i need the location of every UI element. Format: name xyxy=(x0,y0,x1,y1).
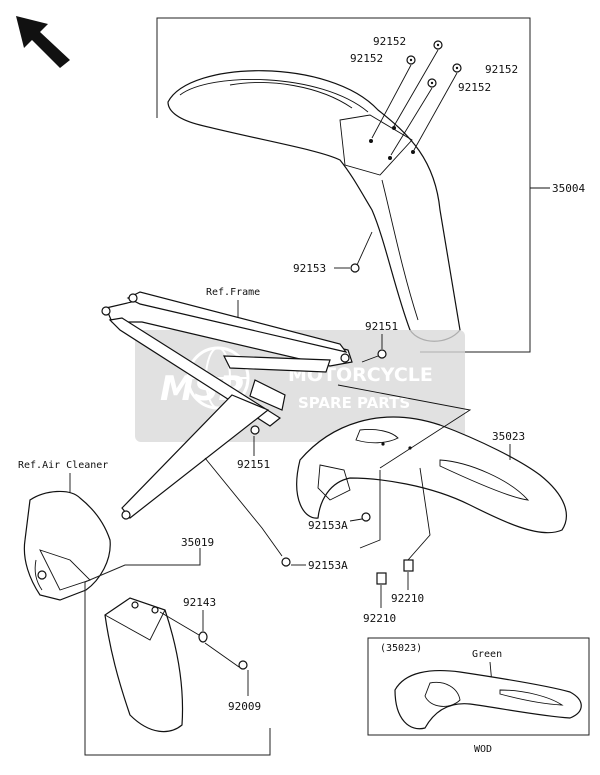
label-92153A-lower: 92153A xyxy=(308,559,348,572)
bolt-92153A-lower-icon xyxy=(281,557,291,567)
label-92152-a: 92152 xyxy=(373,35,406,48)
inset-caption: WOD xyxy=(474,744,492,755)
direction-arrow-icon xyxy=(16,16,70,68)
label-92153: 92153 xyxy=(293,262,326,275)
clip-92210-left-icon xyxy=(376,572,387,608)
label-92153A-upper: 92153A xyxy=(308,519,348,532)
bolt-92151-upper-icon xyxy=(361,349,387,363)
front-fender-group-outline xyxy=(156,17,531,353)
inset-rear-fender xyxy=(394,669,582,730)
bolt-92151-lower-icon xyxy=(250,425,260,435)
label-92009: 92009 xyxy=(228,700,261,713)
label-92152-d: 92152 xyxy=(458,81,491,94)
label-35004: 35004 xyxy=(552,182,585,195)
inset-color-label: Green xyxy=(472,649,502,660)
leader-92153A-lower-diag xyxy=(204,457,283,557)
screw-92009-icon xyxy=(204,642,248,670)
collar-92143-icon xyxy=(198,631,208,643)
leader-lines-92152 xyxy=(371,49,458,156)
mud-flap xyxy=(104,597,184,733)
label-92152-b: 92152 xyxy=(350,52,383,65)
bolt-92153A-upper-icon xyxy=(361,512,371,522)
watermark-line2: SPARE PARTS xyxy=(298,394,410,412)
air-cleaner-housing xyxy=(23,490,111,601)
inset-box xyxy=(367,637,590,736)
label-92151-lower: 92151 xyxy=(237,458,270,471)
ref-frame-label: Ref.Frame xyxy=(206,287,260,298)
label-92210-right: 92210 xyxy=(391,592,424,605)
label-92210-left: 92210 xyxy=(363,612,396,625)
inset-part-ref: (35023) xyxy=(380,643,422,654)
front-fender xyxy=(167,70,461,342)
label-92152-c: 92152 xyxy=(485,63,518,76)
mud-flap-group-outline xyxy=(84,548,271,756)
label-92151-upper: 92151 xyxy=(365,320,398,333)
clip-92210-right-icon xyxy=(403,559,414,590)
rear-fender xyxy=(296,416,567,534)
leader-collar-to-flap xyxy=(159,611,200,636)
rear-frame xyxy=(101,291,353,520)
label-35023: 35023 xyxy=(492,430,525,443)
label-35019: 35019 xyxy=(181,536,214,549)
ref-air-cleaner-label: Ref.Air Cleaner xyxy=(18,460,108,471)
rear-fender-leader-box xyxy=(337,384,472,561)
label-92143: 92143 xyxy=(183,596,216,609)
leader-92153A-upper xyxy=(349,518,363,522)
bolt-92153-icon xyxy=(350,231,373,273)
washer-92152-icon xyxy=(406,40,462,88)
